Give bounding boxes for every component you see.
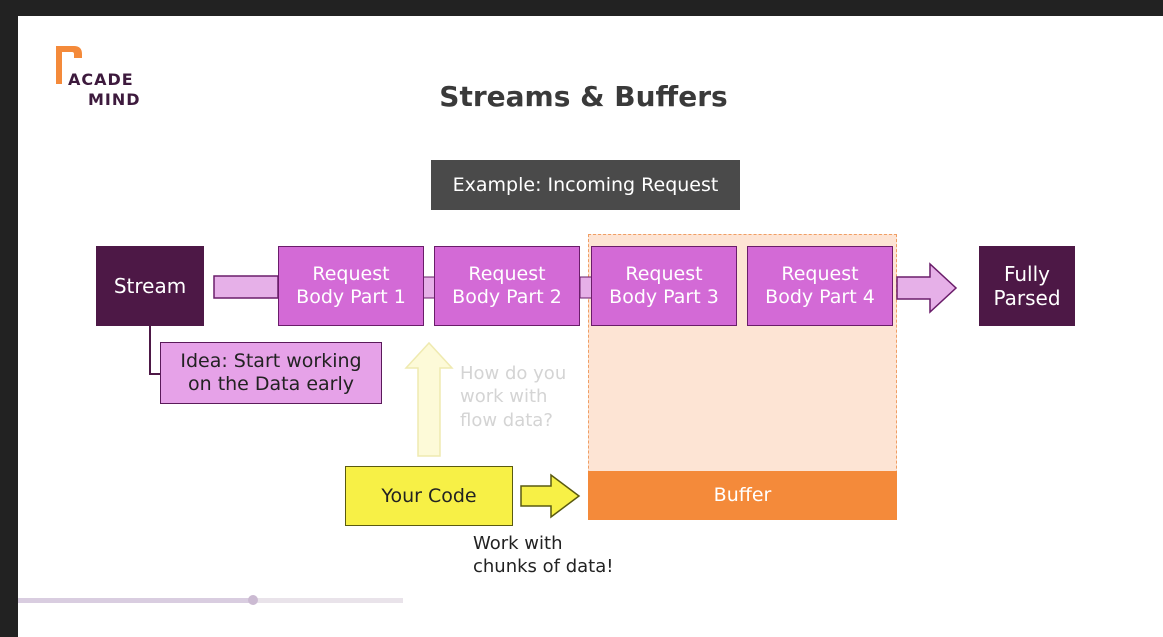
slide: ACADE MIND Streams & Buffers Example: In… (18, 16, 1163, 637)
stream-flow-arrow-head (896, 262, 958, 314)
chunks-line1: Work with (473, 533, 563, 554)
idea-line1: Idea: Start working (180, 350, 362, 373)
question-line3: flow data? (460, 409, 553, 431)
stream-idea-connector (149, 324, 160, 375)
request-part-1: Request Body Part 1 (278, 246, 424, 326)
fully-parsed-line1: Fully (1003, 262, 1051, 286)
buffer-box: Buffer (588, 471, 897, 520)
request-part-3: Request Body Part 3 (591, 246, 737, 326)
request-part-4: Request Body Part 4 (747, 246, 893, 326)
logo-text-top: ACADE (68, 70, 134, 89)
part-2-line2: Body Part 2 (452, 286, 562, 308)
idea-line2: on the Data early (187, 373, 354, 395)
your-code-label: Your Code (381, 484, 477, 507)
question-line2: work with (460, 386, 548, 408)
logo-text-bottom: MIND (88, 90, 141, 109)
stream-flow-arrow (213, 275, 279, 299)
academind-logo: ACADE MIND (48, 44, 188, 114)
video-progress-fill (18, 598, 249, 603)
your-code-box: Your Code (345, 466, 513, 526)
code-to-buffer-arrow (520, 473, 581, 519)
part-3-line2: Body Part 3 (609, 286, 719, 308)
idea-note: Idea: Start working on the Data early (160, 342, 382, 404)
buffer-label: Buffer (713, 484, 772, 507)
chunks-note: Work with chunks of data! (473, 532, 673, 579)
part-1-line1: Request (312, 263, 390, 286)
example-label: Example: Incoming Request (431, 160, 740, 210)
fully-parsed-box: Fully Parsed (979, 246, 1075, 326)
fully-parsed-line2: Parsed (993, 286, 1061, 310)
video-progress-handle[interactable] (248, 595, 258, 605)
slide-title: Streams & Buffers (439, 80, 728, 113)
part-4-line2: Body Part 4 (765, 286, 875, 308)
stream-box: Stream (96, 246, 204, 326)
logo-scroll-icon (56, 46, 82, 84)
diagram-connectors (149, 262, 958, 519)
request-part-2: Request Body Part 2 (434, 246, 580, 326)
part-4-line1: Request (781, 263, 859, 286)
flow-data-question: How do you work with flow data? (460, 362, 600, 432)
part-2-line1: Request (468, 263, 546, 286)
part-1-line2: Body Part 1 (296, 286, 406, 308)
chunks-line2: chunks of data! (473, 556, 614, 578)
question-line1: How do you (460, 363, 567, 384)
part-3-line1: Request (625, 263, 703, 286)
up-arrow (404, 341, 454, 457)
video-progress-bar[interactable] (18, 598, 403, 603)
stream-label: Stream (113, 274, 187, 298)
